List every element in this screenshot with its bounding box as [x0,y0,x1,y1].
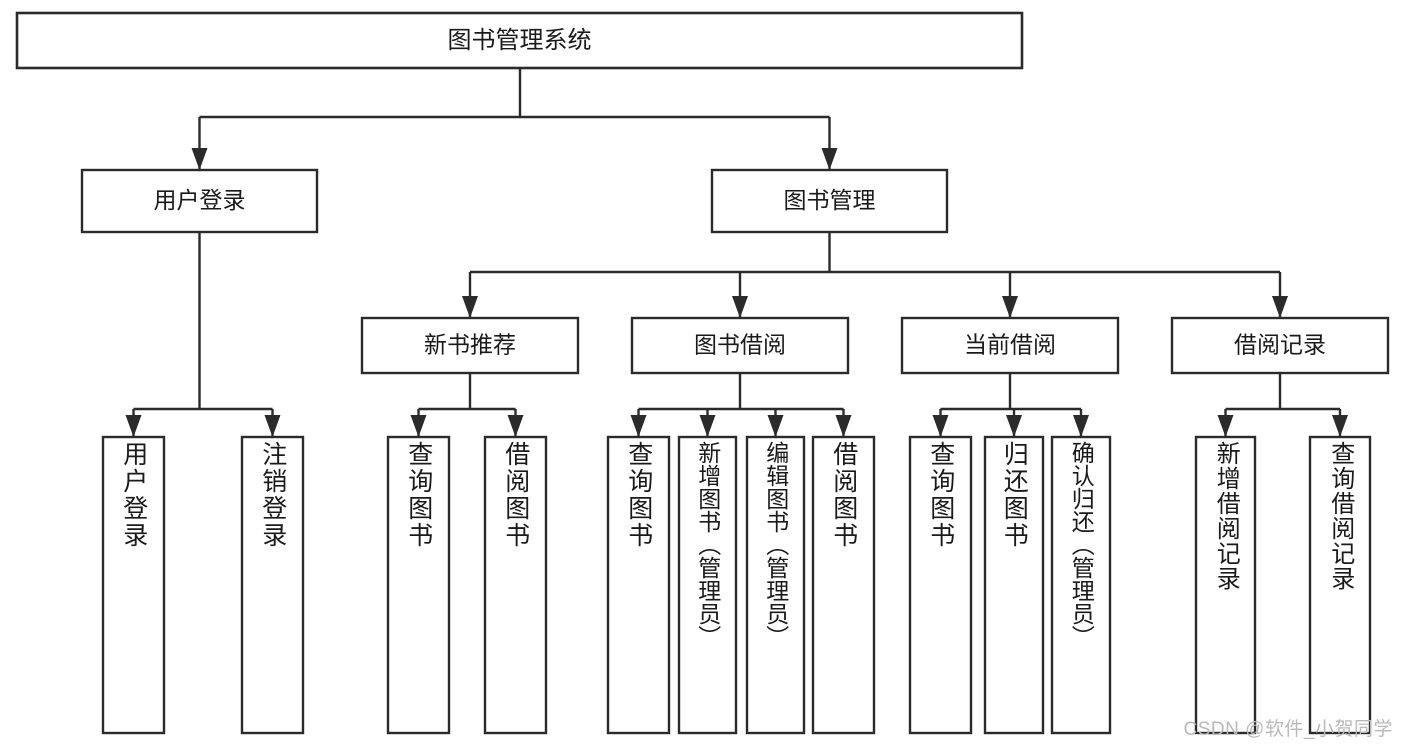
node-box-leaf-borrow-book-2[interactable] [811,435,876,735]
arrow-head-icon [630,415,647,437]
node-box-leaf-add-book[interactable] [677,435,738,735]
node-box-leaf-query-record[interactable] [1308,435,1372,735]
node-box-current-borrow[interactable] [900,316,1120,375]
node-box-user-login[interactable] [80,168,319,234]
arrow-head-icon [821,148,838,170]
arrow-head-icon [191,148,208,170]
node-label-root: 图书管理系统 [448,27,592,54]
node-box-leaf-edit-book[interactable] [745,435,806,735]
arrow-head-icon [410,415,427,437]
node-label-current-borrow: 当前借阅 [964,332,1056,358]
arrow-head-icon [932,415,949,437]
node-box-leaf-logout[interactable] [240,435,305,735]
connector-layer [125,68,1348,437]
arrow-head-icon [1073,415,1089,437]
arrow-head-icon [1006,415,1022,437]
arrow-head-icon [125,415,142,437]
node-label-book-borrow: 图书借阅 [694,332,786,358]
node-box-leaf-query-book-3[interactable] [908,435,973,735]
csdn-watermark: CSDN @软件_小贺同学 [1183,719,1393,740]
node-box-borrow-record[interactable] [1170,316,1390,375]
node-box-leaf-confirm-return[interactable] [1050,435,1112,735]
arrow-head-icon [767,415,784,437]
arrow-head-icon [1272,296,1288,318]
arrow-head-icon [732,296,748,318]
node-box-root[interactable] [15,11,1024,70]
node-box-book-borrow[interactable] [630,316,850,375]
node-box-leaf-add-record[interactable] [1194,435,1257,735]
arrow-head-icon [264,415,281,437]
arrow-head-icon [1332,415,1348,437]
arrow-head-icon [1217,415,1234,437]
arrow-head-icon [699,415,716,437]
node-box-leaf-return-book[interactable] [983,435,1045,735]
node-label-borrow-record: 借阅记录 [1234,332,1326,358]
node-box-layer [15,11,1390,735]
node-box-leaf-query-book-2[interactable] [606,435,671,735]
arrow-head-icon [507,415,524,437]
arrow-head-icon [835,415,852,437]
node-label-user-login: 用户登录 [154,187,246,213]
node-box-leaf-borrow-book-1[interactable] [483,435,548,735]
node-label-new-book-rec: 新书推荐 [424,332,516,358]
node-box-new-book-rec[interactable] [360,316,580,375]
arrow-head-icon [1002,296,1018,318]
node-label-book-manage: 图书管理 [784,187,876,213]
node-box-book-manage[interactable] [710,168,949,234]
node-box-leaf-query-book-1[interactable] [386,435,451,735]
arrow-head-icon [462,296,478,318]
node-box-leaf-user-login[interactable] [101,435,166,735]
